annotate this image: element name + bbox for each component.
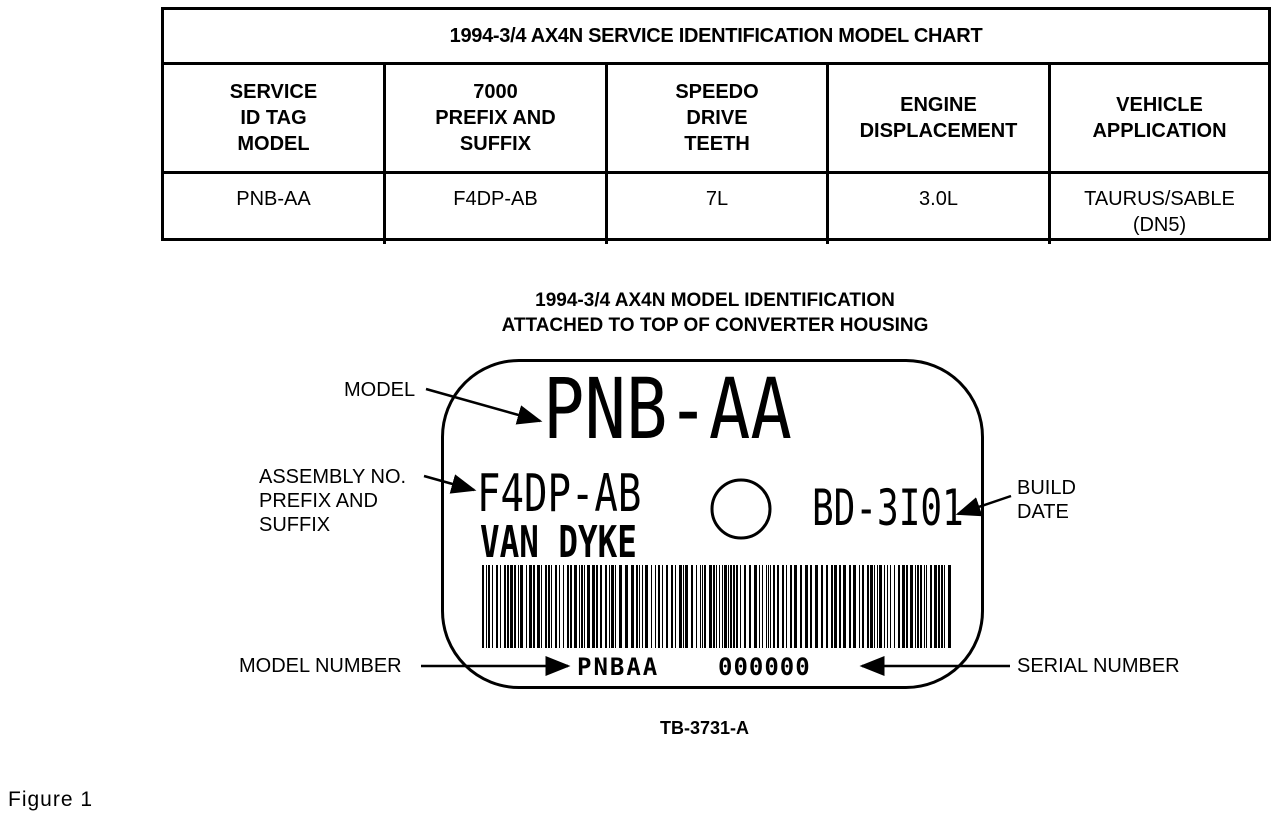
- barcode-graphic: [482, 565, 951, 648]
- header-engine-displacement: ENGINE DISPLACEMENT: [829, 65, 1051, 171]
- cell-engine-displacement: 3.0L: [829, 174, 1051, 244]
- callout-serial-number: SERIAL NUMBER: [1017, 655, 1180, 677]
- header-speedo-drive-teeth: SPEEDO DRIVE TEETH: [608, 65, 829, 171]
- header-service-id-tag-model: SERVICE ID TAG MODEL: [164, 65, 386, 171]
- tag-model-text: PNB-AA: [543, 360, 792, 458]
- chart-title: 1994-3/4 AX4N SERVICE IDENTIFICATION MOD…: [164, 10, 1268, 65]
- mounting-hole-icon: [710, 478, 772, 540]
- callout-model: MODEL: [344, 379, 416, 401]
- model-leader-arrow: [425, 387, 543, 425]
- cell-vehicle-application: TAURUS/SABLE (DN5): [1084, 188, 1235, 236]
- chart-data-row: PNB-AA F4DP-AB 7L 3.0L TAURUS/SABLE (DN5…: [164, 174, 1268, 244]
- tag-model-number-text: PNBAA: [577, 653, 660, 681]
- tag-build-date-text: BD-3I01: [812, 479, 964, 537]
- cell-prefix-suffix: F4DP-AB: [386, 174, 608, 244]
- tag-assembly-text: F4DP-AB: [477, 464, 642, 524]
- tag-serial-number-text: 000000: [718, 653, 811, 681]
- callout-assembly: ASSEMBLY NO. PREFIX AND SUFFIX: [259, 466, 407, 536]
- service-id-tag: [441, 359, 984, 689]
- figure-caption: Figure 1: [8, 788, 94, 811]
- assembly-leader-arrow: [423, 474, 477, 494]
- build-date-leader-arrow: [955, 494, 1012, 517]
- header-vehicle-application: VEHICLE APPLICATION: [1092, 94, 1227, 142]
- diagram-title: 1994-3/4 AX4N MODEL IDENTIFICATION ATTAC…: [501, 290, 929, 336]
- header-prefix-suffix: 7000 PREFIX AND SUFFIX: [386, 65, 608, 171]
- cell-speedo-teeth: 7L: [608, 174, 829, 244]
- callout-model-number: MODEL NUMBER: [239, 655, 402, 677]
- cell-model: PNB-AA: [164, 174, 386, 244]
- chart-header-row: SERVICE ID TAG MODEL 7000 PREFIX AND SUF…: [164, 65, 1268, 174]
- tag-plant-text: VAN DYKE: [480, 517, 637, 568]
- figure-code: TB-3731-A: [660, 718, 750, 738]
- callout-build-date: BUILD DATE: [1017, 477, 1076, 523]
- service-identification-chart: 1994-3/4 AX4N SERVICE IDENTIFICATION MOD…: [161, 7, 1271, 244]
